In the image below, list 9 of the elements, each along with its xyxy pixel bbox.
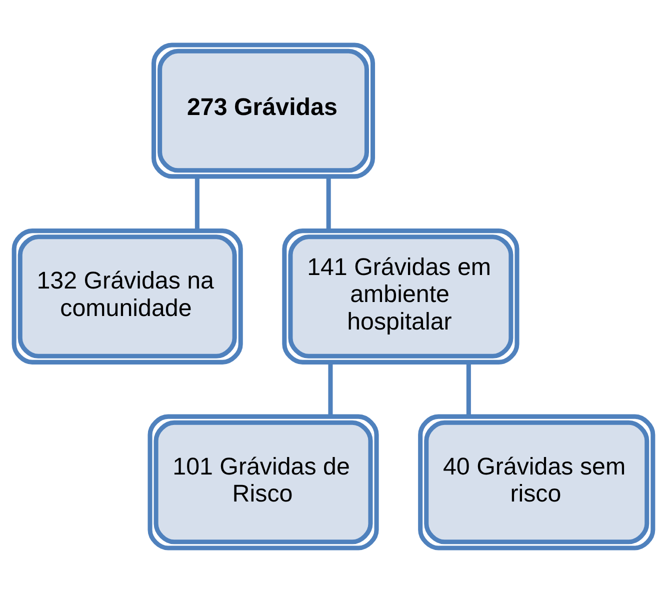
connector bbox=[194, 176, 200, 230]
node-box: 101 Grávidas de Risco bbox=[148, 414, 379, 550]
connector bbox=[326, 176, 331, 230]
connector bbox=[466, 362, 471, 416]
node-box: 132 Grávidas na comunidade bbox=[12, 228, 243, 364]
node-box: 141 Grávidas em ambiente hospitalar bbox=[282, 228, 520, 364]
connector bbox=[328, 362, 333, 416]
node-box: 273 Grávidas bbox=[152, 42, 376, 178]
node-box: 40 Grávidas sem risco bbox=[418, 414, 656, 550]
